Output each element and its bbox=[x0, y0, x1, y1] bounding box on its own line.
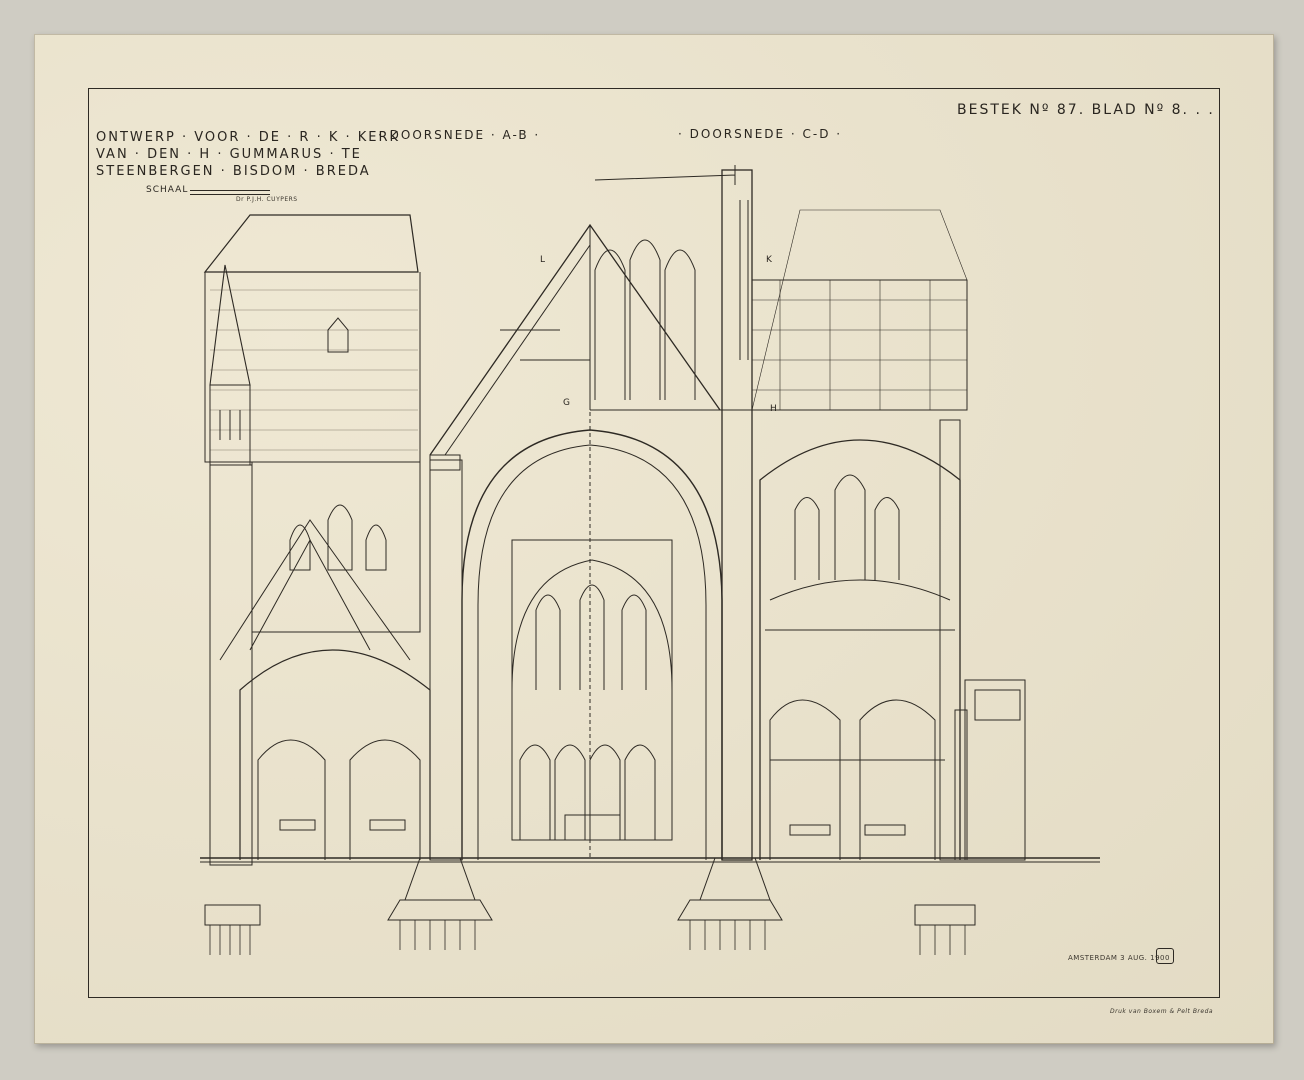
title-line-1: ONTWERP · VOOR · DE · R · K · KERK bbox=[96, 130, 401, 145]
title-line-3: STEENBERGEN · BISDOM · BREDA bbox=[96, 164, 371, 179]
section-ab-title: · DOORSNEDE · A-B · bbox=[378, 128, 541, 142]
printer-credit: Druk van Boxem & Pelt Breda bbox=[1110, 1008, 1214, 1015]
scale-bar bbox=[190, 190, 270, 195]
label-k: K bbox=[766, 255, 773, 265]
drawing-sheet bbox=[34, 34, 1274, 1044]
scale-label: SCHAAL bbox=[146, 185, 189, 195]
drawing-frame bbox=[88, 88, 1220, 998]
bestek-number: BESTEK Nº 87. BLAD Nº 8. . . bbox=[957, 102, 1215, 118]
section-cd-title: · DOORSNEDE · C-D · bbox=[678, 127, 843, 141]
label-h: H bbox=[770, 404, 778, 414]
place-date: AMSTERDAM 3 AUG. 1900 bbox=[1068, 954, 1170, 962]
architect-monogram bbox=[1156, 948, 1174, 964]
label-g: G bbox=[563, 398, 571, 408]
label-l: L bbox=[540, 255, 547, 265]
architect-signature: Dr P.J.H. CUYPERS bbox=[236, 196, 298, 203]
title-line-2: VAN · DEN · H · GUMMARUS · TE bbox=[96, 147, 362, 162]
